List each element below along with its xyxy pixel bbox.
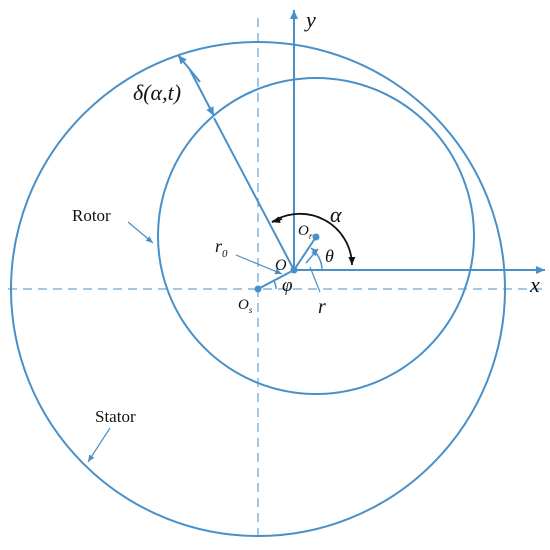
origin-point [290,266,298,274]
rotor-leader [127,221,154,244]
phi-label: φ [282,275,293,296]
stator-center-main: O [238,297,249,313]
rotor-center-line [293,236,317,271]
rotor-center-main: O [298,223,309,239]
r0-main: r [215,236,223,256]
stator-center-label: Os [238,297,253,315]
theta-arc [310,247,323,271]
rotor-center-point [312,233,320,241]
gap-label: δ(α,t) [133,80,181,105]
alpha-arc [271,212,356,266]
origin-label: O [275,257,287,274]
r-label: r [318,296,326,318]
stator-center-sub: s [249,305,253,315]
stator-center-point [254,285,262,293]
theta-label: θ [325,246,334,266]
rotor-center-label: Or [298,223,313,241]
stator-circle [10,41,506,537]
r-arrow [305,248,319,264]
stator-leader [87,427,111,463]
rotor-center-sub: r [309,231,313,241]
radial-line-to-rotor [213,117,295,271]
rotor-circle [157,77,475,395]
rotor-label: Rotor [72,206,111,225]
r-leader [309,266,321,293]
gap-arrow-outer [177,54,201,83]
phi-arc [273,280,277,290]
r0-leader [235,254,283,275]
y-axis-label: y [304,7,316,32]
alpha-label: α [330,202,342,227]
eccentricity-line [257,269,295,290]
r0-sub: 0 [222,248,228,260]
x-axis-label: x [529,272,540,297]
alpha-arc-start [271,216,283,224]
gap-arrow-inner [189,69,215,117]
r0-label: r0 [215,236,228,260]
stator-label: Stator [95,407,136,426]
